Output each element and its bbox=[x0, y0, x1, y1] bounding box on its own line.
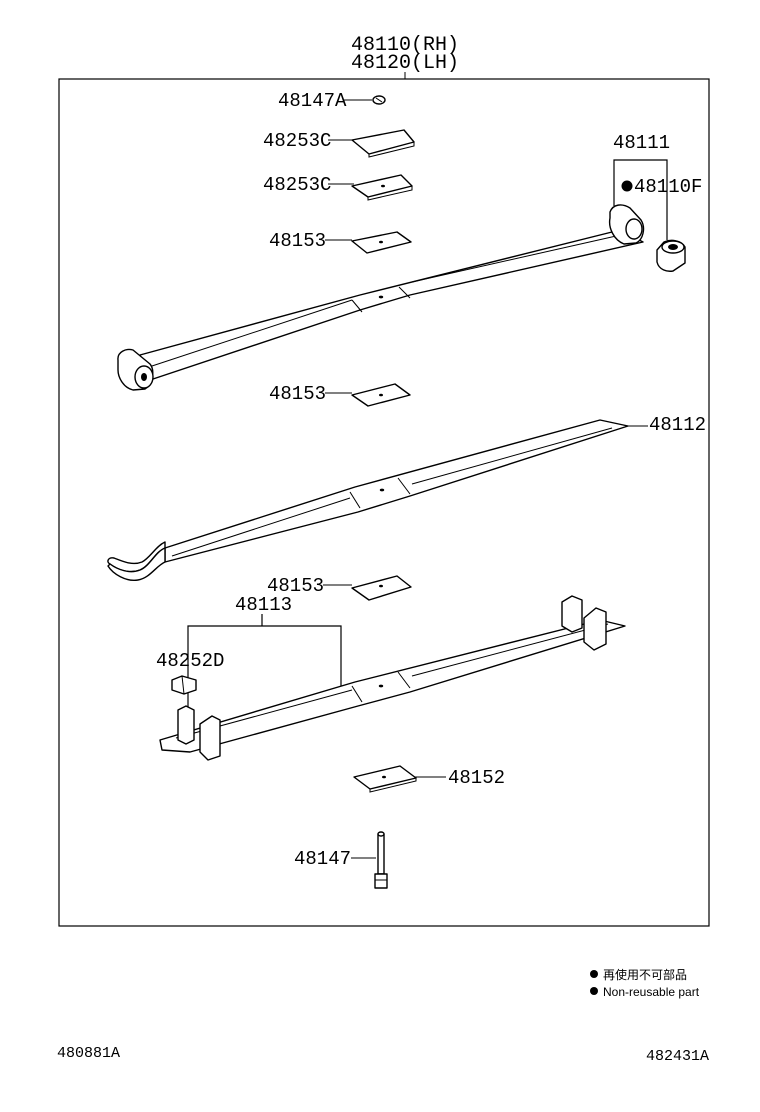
bullet-48110F bbox=[621, 180, 633, 192]
leader-48111 bbox=[613, 159, 668, 240]
title-lh: 48120(LH) bbox=[351, 52, 459, 75]
main-leaf-48111 bbox=[117, 204, 645, 391]
plate-48253C-2 bbox=[351, 174, 413, 201]
pad-48153-2 bbox=[351, 383, 411, 407]
clip-48252D bbox=[171, 675, 197, 695]
label-48147A: 48147A bbox=[278, 90, 347, 112]
plate-48253C-1 bbox=[351, 129, 415, 158]
title-rh: 48110(RH) bbox=[351, 34, 459, 57]
label-48152: 48152 bbox=[448, 767, 505, 789]
legend-bullet-jp bbox=[590, 970, 598, 978]
label-48147: 48147 bbox=[294, 848, 351, 870]
label-48110F: 48110F bbox=[634, 176, 702, 198]
pad-48153-3 bbox=[351, 575, 412, 601]
code-right: 482431A bbox=[646, 1048, 709, 1065]
label-48253C-1: 48253C bbox=[263, 130, 331, 152]
legend-en: Non-reusable part bbox=[603, 985, 700, 999]
leaf-48113 bbox=[159, 595, 626, 761]
pad-48153-1 bbox=[351, 231, 412, 254]
label-48153-3: 48153 bbox=[267, 575, 324, 597]
legend-bullet-en bbox=[590, 987, 598, 995]
label-48113: 48113 bbox=[235, 594, 292, 616]
legend-jp: 再使用不可部品 bbox=[603, 967, 687, 982]
code-left: 480881A bbox=[57, 1045, 120, 1062]
label-48112: 48112 bbox=[649, 414, 706, 436]
plate-48152 bbox=[353, 765, 417, 793]
legend: 再使用不可部品 Non-reusable part bbox=[590, 967, 700, 999]
leader-48113 bbox=[187, 625, 342, 713]
bushing-48110F bbox=[656, 239, 686, 272]
label-48153-1: 48153 bbox=[269, 230, 326, 252]
bolt-48147 bbox=[374, 831, 388, 889]
nut-48147A bbox=[372, 95, 386, 105]
diagram-frame bbox=[58, 78, 710, 927]
label-48111: 48111 bbox=[613, 132, 670, 154]
label-48252D: 48252D bbox=[156, 650, 224, 672]
leaf-48112 bbox=[107, 419, 629, 581]
label-48153-2: 48153 bbox=[269, 383, 326, 405]
label-48253C-2: 48253C bbox=[263, 174, 331, 196]
